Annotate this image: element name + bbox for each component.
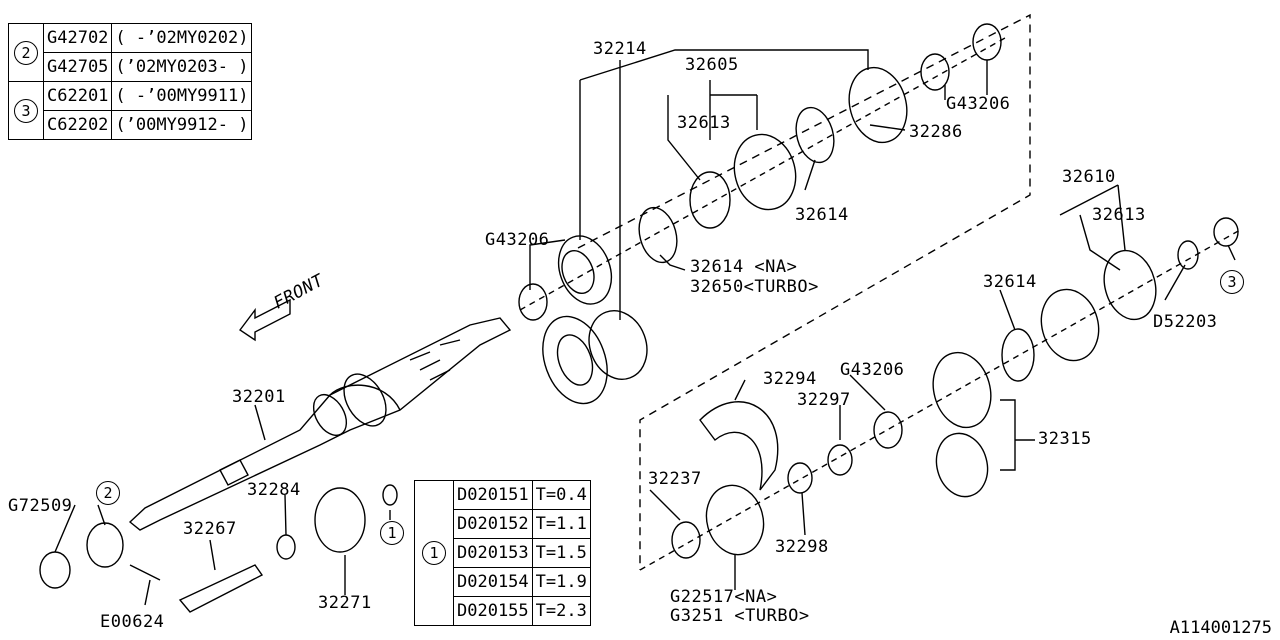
ring-32284 bbox=[276, 534, 296, 560]
label-e00624: E00624 bbox=[100, 612, 165, 632]
circle-marker-3: 3 bbox=[14, 98, 38, 123]
table-cell-thickness: T=2.3 bbox=[531, 596, 591, 626]
collar-32297 bbox=[827, 444, 853, 476]
table-cell-code: C62201 bbox=[42, 81, 113, 111]
table-cell-thickness: T=0.4 bbox=[531, 480, 591, 510]
cover-32294 bbox=[699, 401, 779, 491]
gear-top-right bbox=[848, 66, 908, 144]
circle-marker-1-callout: 1 bbox=[380, 521, 404, 545]
table-cell-range: ( -’00MY9911) bbox=[111, 81, 253, 111]
nut bbox=[1213, 217, 1239, 247]
shaft-32267 bbox=[178, 564, 264, 613]
ring-32614 bbox=[795, 106, 835, 164]
hub-32613 bbox=[689, 171, 731, 229]
sleeve-32610 bbox=[1103, 249, 1157, 321]
needle-bearing-c bbox=[873, 411, 903, 449]
label-32613: 32613 bbox=[677, 113, 731, 133]
gear-32315b bbox=[935, 432, 989, 498]
label-g43206-lower: G43206 bbox=[840, 360, 905, 380]
gear-32315a bbox=[932, 351, 992, 429]
label-32237: 32237 bbox=[648, 469, 702, 489]
leader-lines bbox=[54, 49, 1236, 606]
table-cell-thickness: T=1.9 bbox=[531, 567, 591, 597]
pin-e00624 bbox=[129, 564, 161, 581]
dashed-boundary-upper bbox=[577, 13, 1031, 570]
lower-axis bbox=[639, 229, 1241, 571]
needle-bearing-a bbox=[518, 283, 548, 321]
label-32294: 32294 bbox=[763, 369, 817, 389]
bearing-g22517 bbox=[705, 484, 765, 556]
spec-table-bottom: 1 D020151 T=0.4 D020152 T=1.1 D020153 T=… bbox=[414, 480, 591, 626]
label-d52203: D52203 bbox=[1153, 312, 1218, 332]
collar-32286 bbox=[920, 53, 950, 91]
main-shaft bbox=[128, 317, 512, 531]
label-32315: 32315 bbox=[1038, 429, 1092, 449]
spec-table-top: 2 G42702 ( -’02MY0202) G42705 (’02MY0203… bbox=[8, 23, 253, 140]
circle-marker-1: 1 bbox=[422, 541, 446, 565]
table-cell-code: D020153 bbox=[453, 538, 533, 568]
washer-d52203 bbox=[1177, 240, 1199, 270]
table-cell-range: (’00MY9912- ) bbox=[111, 110, 253, 140]
label-g22517-na: G22517<NA> bbox=[670, 587, 778, 607]
table-cell-code: D020155 bbox=[453, 596, 533, 626]
table-cell-thickness: T=1.5 bbox=[531, 538, 591, 568]
label-32201: 32201 bbox=[232, 387, 286, 407]
gear-32271 bbox=[314, 487, 366, 553]
label-32267: 32267 bbox=[183, 519, 237, 539]
table-cell-range: ( -’02MY0202) bbox=[111, 23, 253, 53]
synchro-ring-a bbox=[638, 206, 678, 264]
washer-32298 bbox=[787, 462, 813, 494]
bearing-32237 bbox=[671, 521, 701, 559]
label-32271: 32271 bbox=[318, 593, 372, 613]
label-32610: 32610 bbox=[1062, 167, 1116, 187]
table-cell-range: (’02MY0203- ) bbox=[111, 52, 253, 82]
label-32613-right: 32613 bbox=[1092, 205, 1146, 225]
label-32297: 32297 bbox=[797, 390, 851, 410]
sleeve-32605 bbox=[733, 133, 797, 211]
label-g43206-top: G43206 bbox=[946, 94, 1011, 114]
label-g3251-turbo: G3251 <TURBO> bbox=[670, 606, 810, 626]
gear-32214-lower bbox=[542, 310, 648, 405]
label-32614-right: 32614 bbox=[983, 272, 1037, 292]
label-g43206-mid: G43206 bbox=[485, 230, 550, 250]
label-32286: 32286 bbox=[909, 122, 963, 142]
table-cell-code: D020151 bbox=[453, 480, 533, 510]
table-cell-code: D020154 bbox=[453, 567, 533, 597]
gear-32614b bbox=[1040, 288, 1100, 362]
ring-32614b bbox=[1001, 328, 1035, 382]
clip-1 bbox=[382, 484, 398, 506]
gear-32214-upper bbox=[557, 235, 613, 305]
label-32650-turbo: 32650<TURBO> bbox=[690, 277, 819, 297]
table-cell-thickness: T=1.1 bbox=[531, 509, 591, 539]
front-arrow bbox=[238, 298, 291, 342]
circle-marker-2-callout: 2 bbox=[96, 481, 120, 505]
label-32284: 32284 bbox=[247, 480, 301, 500]
label-32298: 32298 bbox=[775, 537, 829, 557]
label-32614: 32614 bbox=[795, 205, 849, 225]
seal-g72509 bbox=[39, 551, 71, 589]
label-32614-na: 32614 <NA> bbox=[690, 257, 798, 277]
circle-marker-2: 2 bbox=[14, 40, 38, 65]
table-cell-code: D020152 bbox=[453, 509, 533, 539]
label-32214: 32214 bbox=[593, 39, 647, 59]
circle-marker-3-callout: 3 bbox=[1220, 270, 1244, 294]
label-g72509: G72509 bbox=[8, 496, 73, 516]
table-cell-code: C62202 bbox=[42, 110, 113, 140]
diagram-reference-id: A114001275 bbox=[1169, 618, 1272, 638]
table-cell-code: G42705 bbox=[42, 52, 113, 82]
hub-2 bbox=[86, 522, 124, 568]
table-cell-code: G42702 bbox=[42, 23, 113, 53]
label-32605: 32605 bbox=[685, 55, 739, 75]
